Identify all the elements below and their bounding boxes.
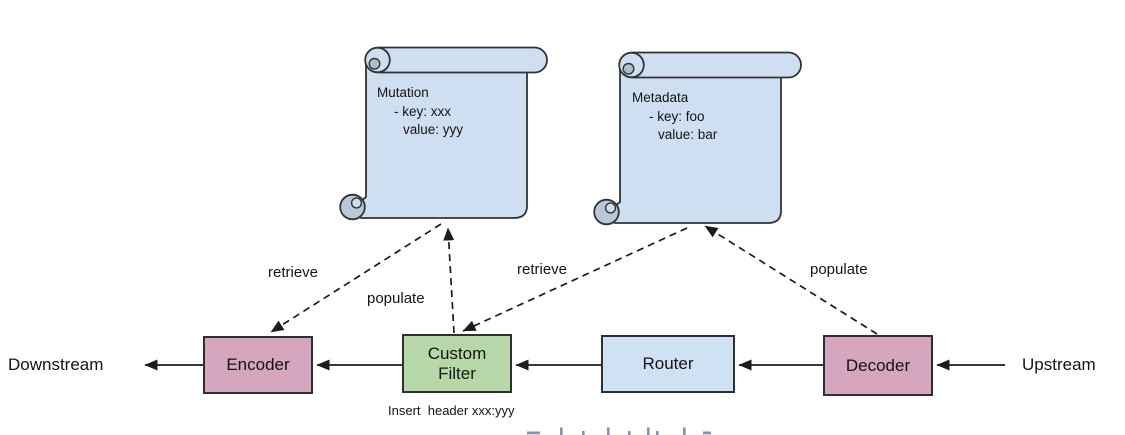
scroll-mutation-title: Mutation — [377, 85, 429, 100]
edge-label-populate-filter: populate — [367, 290, 425, 307]
upstream-label: Upstream — [1022, 355, 1096, 374]
edge-label-retrieve-filter: retrieve — [517, 261, 568, 278]
arrow-retrieve-to-filter — [462, 227, 688, 332]
node-decoder-label: Decoder — [845, 355, 911, 375]
node-router: Router — [601, 335, 735, 393]
node-custom-filter-line2: Filter — [438, 363, 476, 383]
node-custom-filter-line1: Custom — [427, 343, 487, 363]
scroll-metadata-line2: value: bar — [658, 127, 718, 142]
scroll-mutation-line1: - key: xxx — [394, 103, 452, 119]
node-custom-filter-label: Custom Filter — [428, 344, 487, 384]
clipped-text-fragment — [527, 427, 711, 435]
arrow-populate-from-decoder — [704, 225, 878, 335]
scroll-metadata-text: Metadata - key: foo value: bar — [632, 89, 717, 145]
node-decoder: Decoder — [823, 335, 933, 396]
scroll-metadata-line1: - key: foo — [649, 108, 705, 124]
scroll-mutation-text: Mutation - key: xxx value: yyy — [377, 84, 463, 140]
scroll-mutation-line2: value: yyy — [403, 122, 464, 137]
edge-label-populate-decoder: populate — [810, 261, 868, 278]
node-custom-filter: Custom Filter — [402, 334, 512, 393]
arrow-populate-from-filter — [443, 227, 455, 334]
node-encoder-label: Encoder — [226, 355, 290, 374]
node-router-label: Router — [642, 354, 694, 373]
insert-header-note: Insert header xxx:yyy — [388, 403, 515, 418]
arrow-retrieve-to-encoder — [270, 223, 442, 333]
edge-label-retrieve-encoder: retrieve — [268, 264, 319, 281]
scroll-shape-mutation — [339, 46, 548, 221]
downstream-label: Downstream — [8, 355, 104, 374]
scroll-metadata-title: Metadata — [632, 90, 689, 105]
node-encoder: Encoder — [203, 336, 313, 394]
